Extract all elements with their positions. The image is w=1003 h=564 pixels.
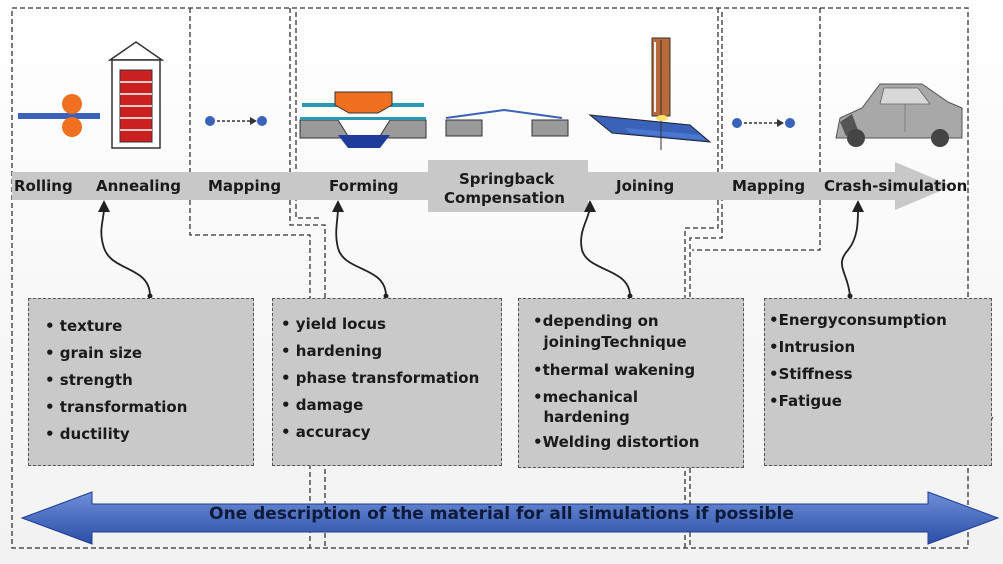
list-item: • accuracy <box>281 423 371 441</box>
properties-box-forming: • yield locus • hardening • phase transf… <box>272 298 502 466</box>
connectors <box>100 207 859 297</box>
list-item: •mechanical <box>533 388 639 406</box>
forming-die-icon <box>299 91 427 148</box>
properties-box-joining: •depending on joiningTechnique •thermal … <box>518 298 744 468</box>
step-springback: Springback <box>459 170 555 188</box>
springback-icon <box>445 108 569 137</box>
banner-text: One description of the material for all … <box>209 504 794 524</box>
list-item: • phase transformation <box>281 369 480 387</box>
list-item: joiningTechnique <box>533 333 687 351</box>
mapping-icon-2 <box>732 118 795 128</box>
welding-icon <box>588 37 712 150</box>
list-item: hardening <box>533 408 630 426</box>
list-item: •Intrusion <box>769 338 856 356</box>
step-mapping-2: Mapping <box>732 177 806 195</box>
list-item: • strength <box>45 371 133 389</box>
list-item: • hardening <box>281 342 383 360</box>
list-item: •Fatigue <box>769 392 842 410</box>
rolling-icon <box>18 94 100 137</box>
step-joining: Joining <box>616 177 675 195</box>
list-item: • texture <box>45 317 123 335</box>
step-crash-simulation: Crash-simulation <box>824 177 968 195</box>
connector-arrowheads <box>98 200 864 299</box>
mapping-icon-1 <box>205 116 267 126</box>
list-item: • grain size <box>45 344 143 362</box>
list-item: •Welding distortion <box>533 433 700 451</box>
annealing-furnace-icon <box>107 41 165 149</box>
list-item: • transformation <box>45 398 188 416</box>
list-item: •thermal wakening <box>533 361 696 379</box>
list-item: •depending on <box>533 312 659 330</box>
list-item: •Energyconsumption <box>769 311 947 329</box>
step-mapping-1: Mapping <box>208 177 282 195</box>
step-rolling: Rolling <box>14 177 73 195</box>
double-arrow <box>20 491 1000 545</box>
properties-box-crash: •Energyconsumption •Intrusion •Stiffness… <box>764 298 992 466</box>
list-item: • ductility <box>45 425 130 443</box>
list-item: • yield locus <box>281 315 386 333</box>
step-forming: Forming <box>329 177 399 195</box>
step-annealing: Annealing <box>96 177 181 195</box>
springback-box <box>428 160 588 212</box>
crashed-car-icon <box>835 83 963 147</box>
properties-box-rolling: • texture • grain size • strength • tran… <box>28 298 254 466</box>
step-compensation: Compensation <box>444 189 565 207</box>
list-item: •Stiffness <box>769 365 853 383</box>
list-item: • damage <box>281 396 364 414</box>
